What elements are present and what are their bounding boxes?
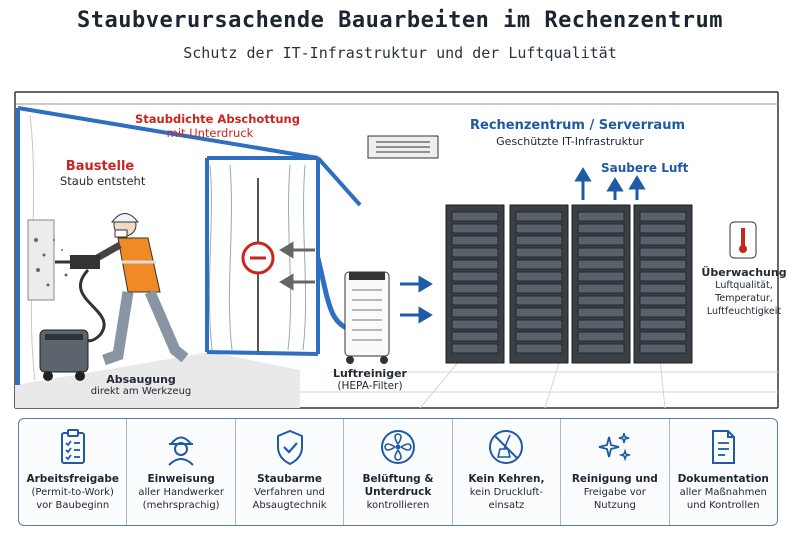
- clean-air-arrows-horizontal: [400, 275, 433, 324]
- measure-description: und Kontrollen: [686, 500, 760, 511]
- airflow-arrows-inward: [279, 241, 315, 291]
- monitoring-label: Überwachung Luftqualität, Temperatur, Lu…: [701, 266, 787, 317]
- dust-enclosure-frame: [16, 106, 362, 385]
- sparkles-icon: [598, 432, 632, 462]
- measure-description: aller Maßnahmen: [679, 487, 767, 498]
- page-title: Staubverursachende Bauarbeiten im Rechen…: [76, 8, 724, 33]
- measure-description: Nutzung: [593, 500, 636, 511]
- clean-air-arrows-up: [574, 167, 646, 200]
- measure-description: kein Druckluft-: [469, 487, 544, 498]
- fan-icon: [380, 430, 415, 464]
- negative-pressure-icon: [241, 241, 275, 275]
- measure-description: kontrollieren: [366, 500, 430, 511]
- no-broom-icon: [489, 430, 524, 464]
- extraction-label: Absaugung direkt am Werkzeug: [90, 373, 192, 397]
- air-purifier: [344, 271, 390, 364]
- shield-check-icon: [276, 429, 303, 466]
- measure-description: vor Baubeginn: [36, 500, 110, 511]
- floor-grid: [300, 359, 778, 409]
- clipboard-checklist-icon: [60, 429, 85, 464]
- server-rack: [633, 204, 693, 364]
- server-racks: [445, 204, 693, 364]
- measure-description: einsatz: [488, 500, 525, 511]
- dust-floor: [15, 352, 300, 408]
- measure-description: (mehrsprachig): [142, 500, 220, 511]
- measure-description: (Permit-to-Work): [31, 487, 114, 498]
- thermometer-icon: [729, 221, 757, 259]
- document-icon: [712, 430, 736, 464]
- server-rack: [571, 204, 631, 364]
- server-rack: [509, 204, 569, 364]
- measure-title: Kein Kehren,: [468, 473, 545, 485]
- datacenter-label: Rechenzentrum / Serverraum Geschützte IT…: [470, 118, 686, 148]
- measure-card: Einweisung aller Handwerker (mehrsprachig): [127, 419, 236, 525]
- measure-title: Reinigung und: [571, 473, 658, 485]
- scene-illustration: [14, 91, 779, 409]
- purifier-label: Luftreiniger (HEPA-Filter): [333, 367, 407, 392]
- measure-card: Arbeitsfreigabe (Permit-to-Work) vor Baube…: [19, 419, 128, 525]
- wall-damage: [27, 219, 68, 301]
- construction-worker: [55, 213, 189, 366]
- measure-card: Dokumentation aller Maßnahmen und Kontroll…: [670, 419, 777, 525]
- measure-description: Verfahren und: [254, 487, 325, 498]
- measure-description: aller Handwerker: [138, 487, 224, 498]
- measure-title: Arbeitsfreigabe: [26, 473, 119, 485]
- measure-card: Belüftung &Unterdruck kontrollieren: [344, 419, 453, 525]
- measure-title: Dokumentation: [677, 473, 769, 485]
- measure-card: Kein Kehren, kein Druckluft-einsatz: [453, 419, 562, 525]
- dust-extractor: [39, 329, 89, 381]
- enclosure-label: Staubdichte Abschottung mit Unterdruck: [135, 112, 300, 140]
- server-rack: [445, 204, 505, 364]
- measures-bar: Arbeitsfreigabe (Permit-to-Work) vor Baube…: [18, 418, 778, 526]
- site-label: Baustelle Staub entsteht: [60, 159, 146, 188]
- worker-helmet-icon: [168, 436, 194, 466]
- page-subtitle: Schutz der IT-Infrastruktur und der Luft…: [183, 44, 617, 62]
- measure-title: Belüftung &: [362, 473, 434, 485]
- measure-description: Freigabe vor: [583, 487, 646, 498]
- measure-description: Absaugtechnik: [252, 500, 327, 511]
- ceiling-vent-icon: [367, 135, 439, 159]
- measure-title: Einweisung: [147, 473, 215, 485]
- measure-title-line2: Unterdruck: [364, 486, 432, 498]
- measure-title: Staubarme: [257, 473, 323, 485]
- clean-air-label: Saubere Luft: [601, 161, 689, 175]
